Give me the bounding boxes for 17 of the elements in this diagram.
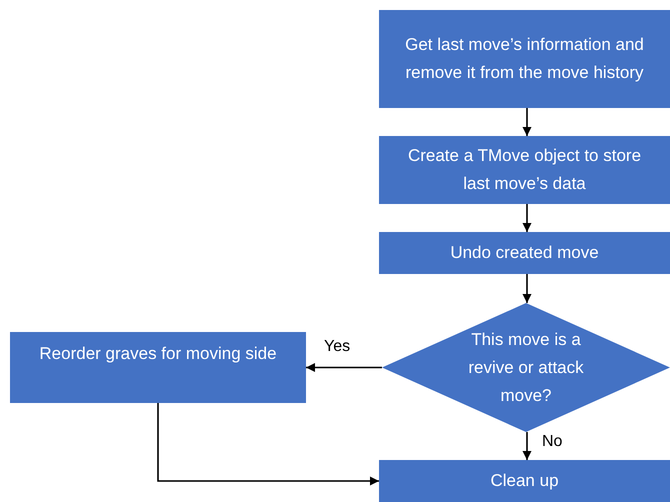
arrow	[522, 204, 532, 232]
node-text: Get last move’s information and remove it from the move history	[404, 34, 645, 84]
arrow	[522, 274, 532, 303]
process-box	[10, 332, 306, 403]
node-text: Clean up	[490, 470, 559, 492]
node-text: Undo created move	[450, 242, 599, 264]
process-box	[379, 136, 670, 204]
arrow	[157, 403, 379, 486]
arrow	[522, 108, 532, 136]
process-box	[379, 232, 670, 274]
process-box	[379, 460, 670, 502]
arrow	[522, 432, 532, 460]
arrow	[306, 363, 382, 372]
process-box	[379, 10, 670, 108]
node-text: This move is a revive or attack move?	[467, 328, 585, 406]
node-text: Reorder graves for moving side	[39, 343, 277, 365]
node-text: Create a TMove object to store last move’s data	[406, 145, 642, 195]
